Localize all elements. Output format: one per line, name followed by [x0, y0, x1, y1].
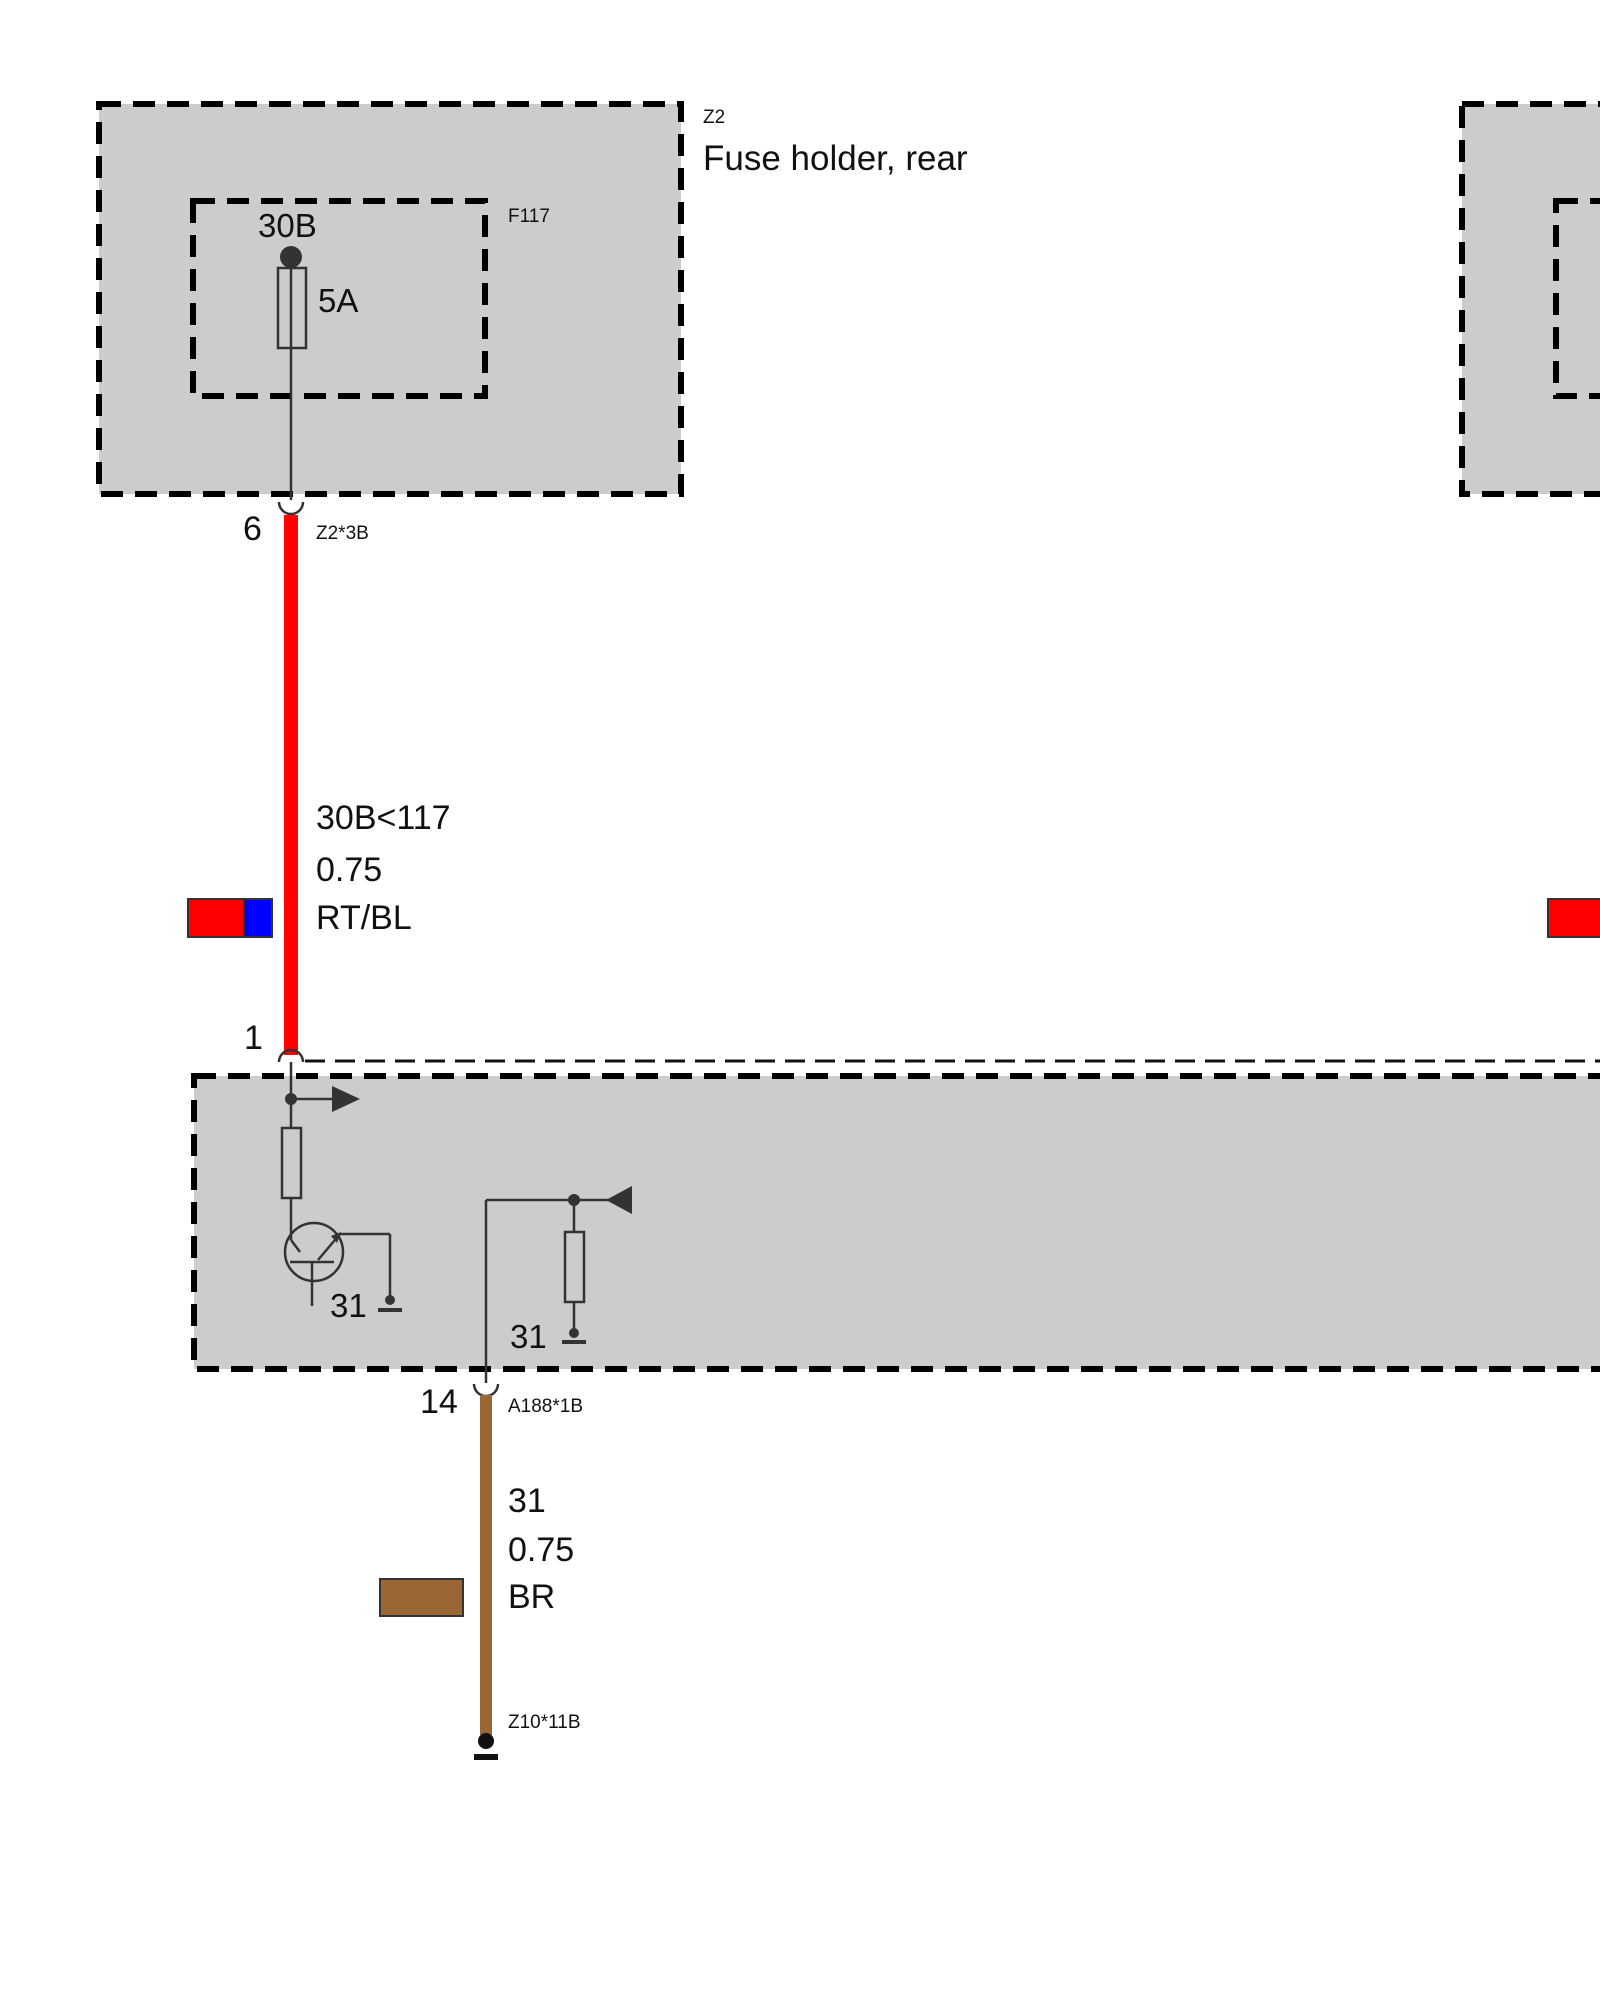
connector-pin-6: 6	[243, 510, 262, 548]
right-wire-color-swatch-partial	[1547, 898, 1600, 938]
ground-wire-color-code: BR	[508, 1578, 555, 1616]
resistor-right	[563, 1230, 586, 1304]
ground-right-dot	[569, 1328, 579, 1338]
power-wire-color-swatch	[187, 898, 273, 938]
ground-right-label: 31	[510, 1318, 547, 1355]
fuse-holder-box	[96, 101, 684, 497]
ground-wire-signal: 31	[508, 1482, 546, 1520]
fuse-terminal-label: 30B	[258, 207, 317, 244]
signal-in-arrow-icon	[606, 1186, 632, 1214]
ground-wire-color-swatch	[379, 1578, 464, 1617]
fuse-id: F117	[508, 206, 550, 227]
connector-pin-6-symbol	[277, 501, 305, 516]
connector-pin-14-symbol	[472, 1383, 500, 1398]
control-unit-box	[191, 1073, 1600, 1372]
signal-out-arrow-icon	[332, 1086, 360, 1112]
power-wire-color-code: RT/BL	[316, 899, 412, 937]
ground-left-dot	[385, 1295, 395, 1305]
fuse-holder-id: Z2	[703, 107, 725, 128]
transistor-symbol	[283, 1221, 390, 1306]
fuse-holder-title: Fuse holder, rear	[703, 139, 968, 178]
connector-a188-1b: A188*1B	[508, 1396, 583, 1417]
ground-left-label: 31	[330, 1287, 367, 1324]
resistor-left	[280, 1126, 303, 1200]
power-wire-signal: 30B<117	[316, 799, 451, 837]
power-wire-cross-section: 0.75	[316, 851, 382, 889]
connector-pin-1-symbol	[277, 1048, 305, 1063]
connector-pin-1: 1	[244, 1019, 263, 1057]
right-inner-box-partial	[1553, 198, 1600, 399]
connector-pin-14: 14	[420, 1383, 458, 1421]
connector-z2-3b: Z2*3B	[316, 523, 369, 544]
ground-wire-cross-section: 0.75	[508, 1531, 574, 1569]
fuse-rating: 5A	[318, 282, 358, 319]
right-component-box-partial	[1459, 101, 1600, 497]
ground-point-id: Z10*11B	[508, 1712, 581, 1733]
ground-point-dot	[478, 1733, 494, 1749]
fuse-box	[190, 198, 488, 399]
